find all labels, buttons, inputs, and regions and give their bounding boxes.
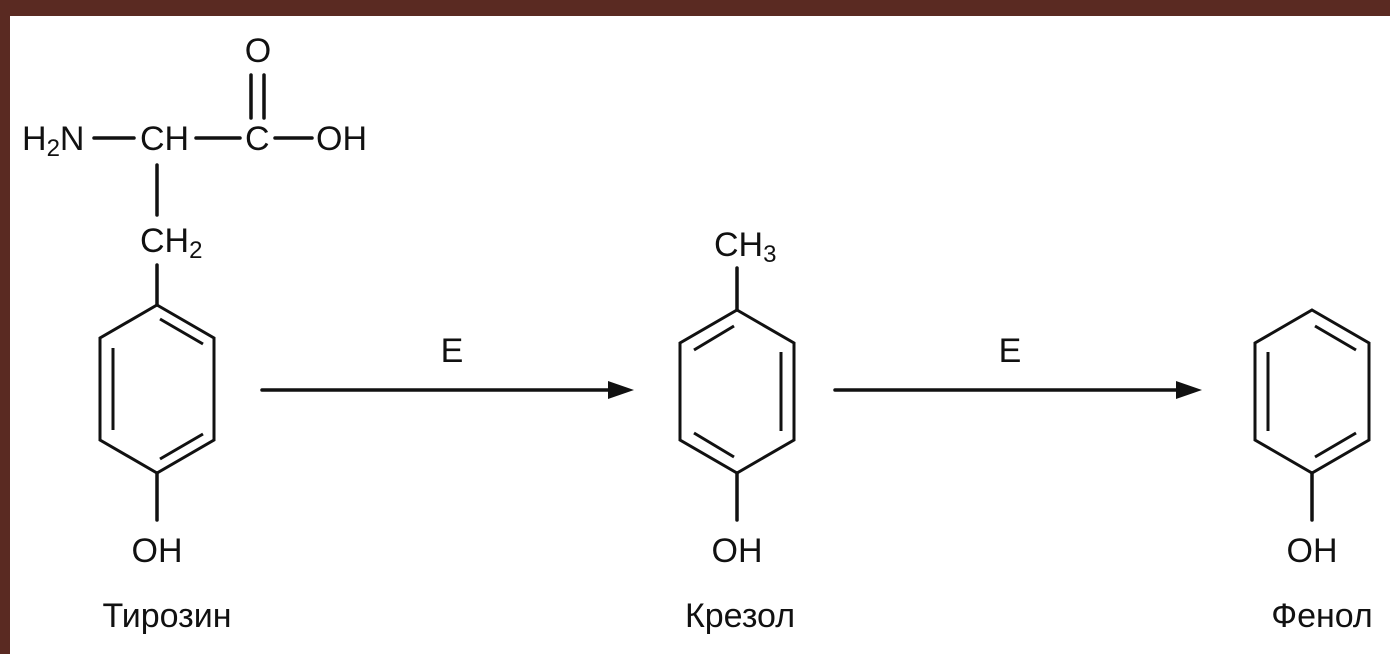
phenol-name: Фенол	[1271, 597, 1373, 635]
tyrosine-oh: OH	[132, 532, 183, 570]
diagram-canvas	[10, 16, 1390, 654]
arrow-2-head	[1176, 381, 1202, 399]
tyrosine-carbonyl-o: O	[245, 32, 271, 70]
tyrosine-name: Тирозин	[102, 597, 231, 635]
ring-double-bond	[1314, 324, 1357, 352]
ring-double-bond	[159, 432, 204, 461]
arrow-1-label: E	[441, 332, 464, 370]
arrow-1-head	[608, 381, 634, 399]
tyrosine-amine-group: H2N	[22, 120, 84, 162]
tyrosine-carboxyl-c: C	[245, 120, 270, 158]
arrow-2-label: E	[999, 332, 1022, 370]
reaction-arrow-1: E	[260, 332, 634, 399]
tyrosine-acid-oh: OH	[316, 120, 367, 158]
ring-double-bond	[1314, 431, 1357, 459]
tyrosine-alpha-ch: CH	[140, 120, 189, 158]
ring-double-bond	[693, 431, 735, 459]
cresol-name: Крезол	[685, 597, 795, 635]
phenol-oh: OH	[1287, 532, 1338, 570]
ring-double-bond	[159, 317, 204, 346]
cresol-oh: OH	[712, 532, 763, 570]
reaction-arrow-2: E	[833, 332, 1202, 399]
ring-double-bond	[693, 324, 735, 352]
cresol-ch3: CH3	[714, 226, 776, 268]
cresol-structure: CH3 OH Крезол	[678, 226, 796, 635]
tyrosine-structure: O H2N CH C OH CH2 OH Тирозин	[22, 32, 367, 635]
tyrosine-ch2: CH2	[140, 222, 202, 264]
phenol-structure: OH Фенол	[1253, 308, 1373, 635]
